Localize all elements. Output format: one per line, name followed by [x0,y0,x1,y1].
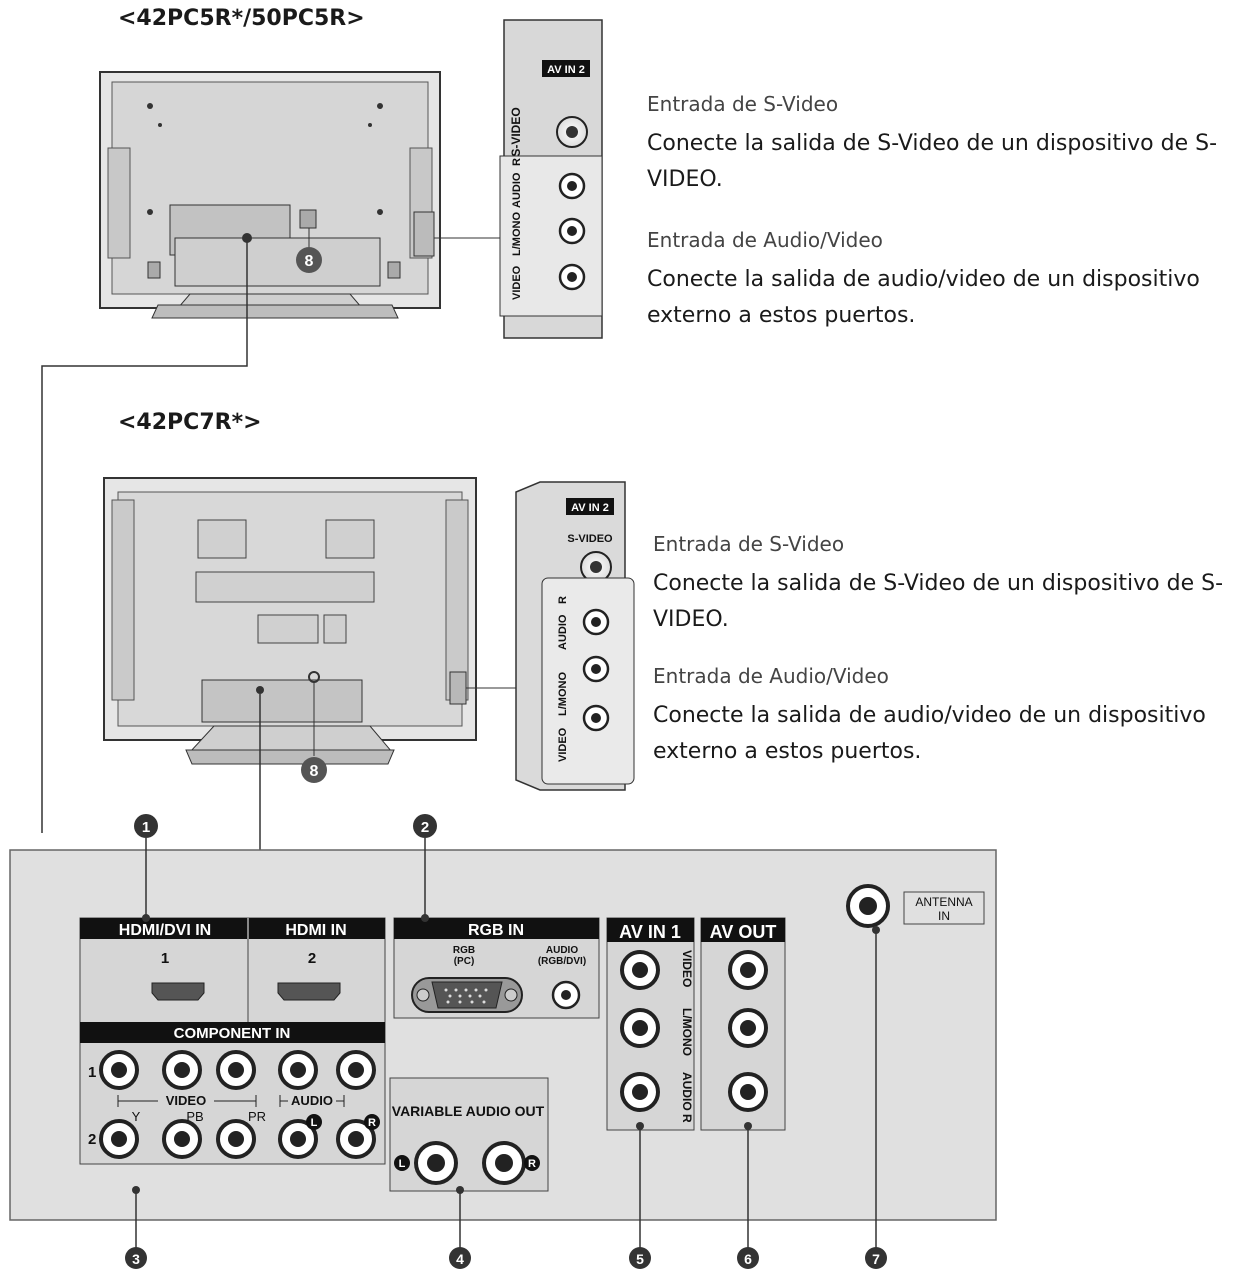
component-audio-label: AUDIO [291,1093,333,1108]
av-heading-bottom: Entrada de Audio/Video [653,664,889,688]
pb-label: PB [186,1109,203,1124]
component-in-label: COMPONENT IN [174,1025,291,1042]
av-text-bottom: Conecte la salida de audio/video de un d… [653,703,1206,764]
hdmi2-num: 2 [308,950,316,967]
callout-8-bottom: 8 [310,763,319,780]
r-side-label-top: R [511,158,523,166]
av-heading-top: Entrada de Audio/Video [647,228,883,252]
tv-rear-top: 8 [99,71,504,319]
model-title-top: <42PC5R*/50PC5R> [118,6,365,31]
av-in-2-label-bottom: AV IN 2 [571,502,609,514]
av-jacks-bottom [582,608,610,732]
callout-1: 1 [142,819,150,836]
callout-7: 7 [872,1251,880,1267]
tv-rear-bottom: 8 [103,477,516,783]
model-title-bottom: <42PC7R*> [118,410,262,435]
hdmi-in-label: HDMI IN [285,922,346,939]
audio-side-label-bottom: AUDIO [557,614,569,650]
antenna-label-1: ANTENNA [915,895,972,909]
av-in-1-label: AV IN 1 [619,922,681,942]
pr-label: PR [248,1109,266,1124]
svideo-label-top: S-VIDEO [509,107,523,156]
comp-row2-label: 2 [88,1131,96,1148]
av-text-top: Conecte la salida de audio/video de un d… [647,267,1200,328]
lmono-side-label-top: L/MONO [511,212,523,256]
hdmi2-port-icon [277,982,341,1001]
av-out-jacks [728,950,768,1112]
component-video-label: VIDEO [166,1093,206,1108]
callout-3: 3 [132,1251,140,1267]
comp-row1-label: 1 [88,1064,96,1081]
video-side-label-bottom: VIDEO [557,727,569,762]
callout-8-top: 8 [305,253,314,270]
side-panel-top: AV IN 2 S-VIDEO VIDEO L/MONO AUDIO R [499,19,603,339]
component-jacks [99,1050,376,1159]
comp-l-label: L [311,1117,318,1129]
antenna-label-2: IN [938,909,950,923]
callout-2: 2 [421,819,429,836]
comp-r-label: R [368,1117,376,1129]
svideo-heading-bottom: Entrada de S-Video [653,532,845,556]
av1-audio-side: AUDIO [680,1072,694,1111]
callout-4: 4 [456,1251,464,1267]
rear-connector-panel: HDMI/DVI IN HDMI IN 1 2 COMPONENT IN 1 2 [9,849,997,1221]
av1-r-side: R [680,1114,694,1123]
svideo-heading-top: Entrada de S-Video [647,92,839,116]
hdmi-dvi-in-label: HDMI/DVI IN [119,922,211,939]
callout-6: 6 [744,1251,752,1267]
hdmi1-port-icon [151,982,205,1001]
av1-video-side: VIDEO [680,950,694,987]
r-side-label-bottom: R [557,596,569,604]
av1-lmono-side: L/MONO [680,1008,694,1056]
svideo-label-bottom: S-VIDEO [567,533,613,545]
vao-r-label: R [528,1158,536,1170]
callout-5: 5 [636,1251,644,1267]
side-panel-bottom: AV IN 2 S-VIDEO VIDEO L/MONO AUDIO R [515,481,635,791]
av-in-2-label-top: AV IN 2 [547,64,585,76]
vao-l-label: L [399,1158,406,1170]
video-side-label-top: VIDEO [511,265,523,300]
audio-rgb-label-1: AUDIO [546,945,578,956]
y-label: Y [132,1109,141,1124]
av-jacks-top [558,172,586,291]
variable-audio-out-label: VARIABLE AUDIO OUT [392,1103,545,1119]
audio-side-label-top: AUDIO [511,172,523,208]
svideo-text-top: Conecte la salida de S-Video de un dispo… [647,131,1218,192]
rgb-in-label: RGB IN [468,922,524,939]
hdmi1-num: 1 [161,950,169,967]
vga-port-icon [411,977,523,1013]
rgb-pc-label-2: (PC) [454,956,475,967]
av-out-label: AV OUT [710,922,777,942]
audio-rgb-label-2: (RGB/DVI) [538,956,586,967]
callouts: 1 2 3 4 5 6 7 [125,814,887,1269]
rgb-pc-label-1: RGB [453,945,475,956]
lmono-side-label-bottom: L/MONO [557,672,569,716]
av-in-1-jacks [620,950,660,1112]
svideo-text-bottom: Conecte la salida de S-Video de un dispo… [653,571,1224,632]
